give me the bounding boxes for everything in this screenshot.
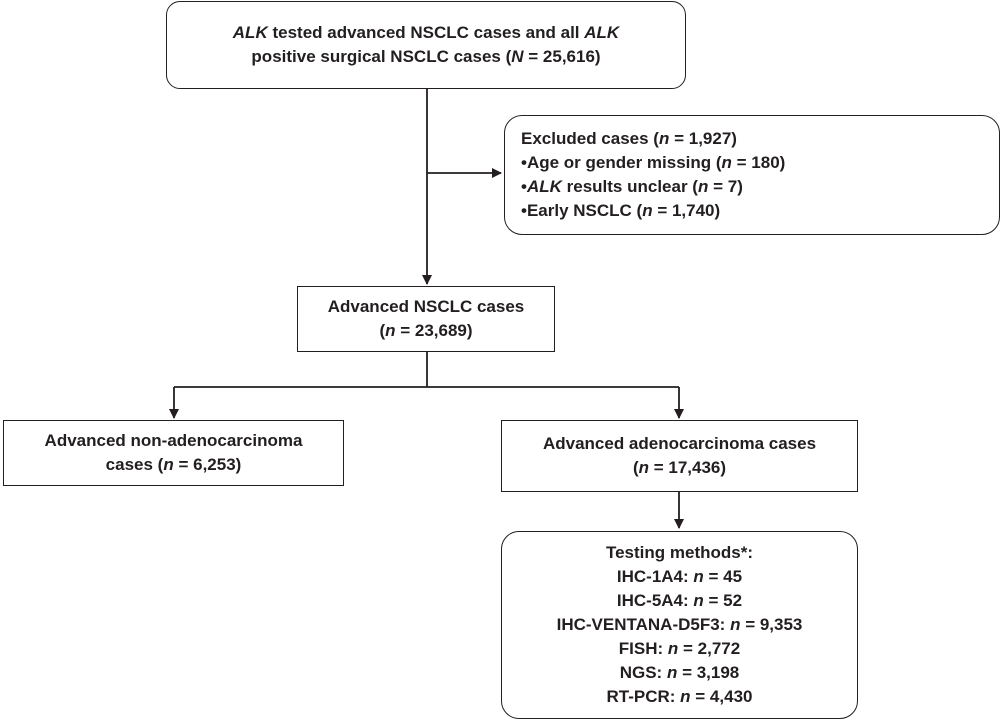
method-ihc-ventana-d5f3: IHC-VENTANA-D5F3: n = 9,353 bbox=[556, 615, 803, 634]
adeno-line-1: Advanced adenocarcinoma cases bbox=[542, 434, 817, 453]
nonadeno-line-1: Advanced non-adenocarcinoma bbox=[44, 431, 303, 450]
excluded-header: Excluded cases (n = 1,927) bbox=[521, 129, 737, 148]
nonadeno-box: Advanced non-adenocarcinoma cases (n = 6… bbox=[3, 420, 344, 486]
method-ihc-1a4: IHC-1A4: n = 45 bbox=[616, 567, 743, 586]
method-ngs: NGS: n = 3,198 bbox=[619, 663, 740, 682]
method-ihc-5a4: IHC-5A4: n = 52 bbox=[616, 591, 743, 610]
excluded-item-age-gender: •Age or gender missing (n = 180) bbox=[521, 153, 786, 172]
top-box: ALK tested advanced NSCLC cases and all … bbox=[166, 1, 686, 89]
top-line-1: ALK tested advanced NSCLC cases and all … bbox=[232, 23, 620, 42]
method-rt-pcr: RT-PCR: n = 4,430 bbox=[606, 687, 753, 706]
excluded-item-alk-unclear: •ALK results unclear (n = 7) bbox=[521, 177, 743, 196]
method-fish: FISH: n = 2,772 bbox=[618, 639, 741, 658]
top-line-2: positive surgical NSCLC cases (N = 25,61… bbox=[251, 47, 601, 66]
methods-title: Testing methods*: bbox=[605, 543, 754, 562]
excluded-box: Excluded cases (n = 1,927) •Age or gende… bbox=[504, 115, 1000, 235]
methods-box: Testing methods*: IHC-1A4: n = 45 IHC-5A… bbox=[501, 531, 858, 719]
advanced-line-2: (n = 23,689) bbox=[379, 321, 473, 340]
advanced-line-1: Advanced NSCLC cases bbox=[327, 297, 525, 316]
nonadeno-line-2: cases (n = 6,253) bbox=[105, 455, 242, 474]
adeno-line-2: (n = 17,436) bbox=[632, 458, 727, 477]
advanced-box: Advanced NSCLC cases (n = 23,689) bbox=[297, 286, 555, 352]
excluded-item-early: •Early NSCLC (n = 1,740) bbox=[521, 201, 721, 220]
adeno-box: Advanced adenocarcinoma cases (n = 17,43… bbox=[501, 420, 858, 492]
